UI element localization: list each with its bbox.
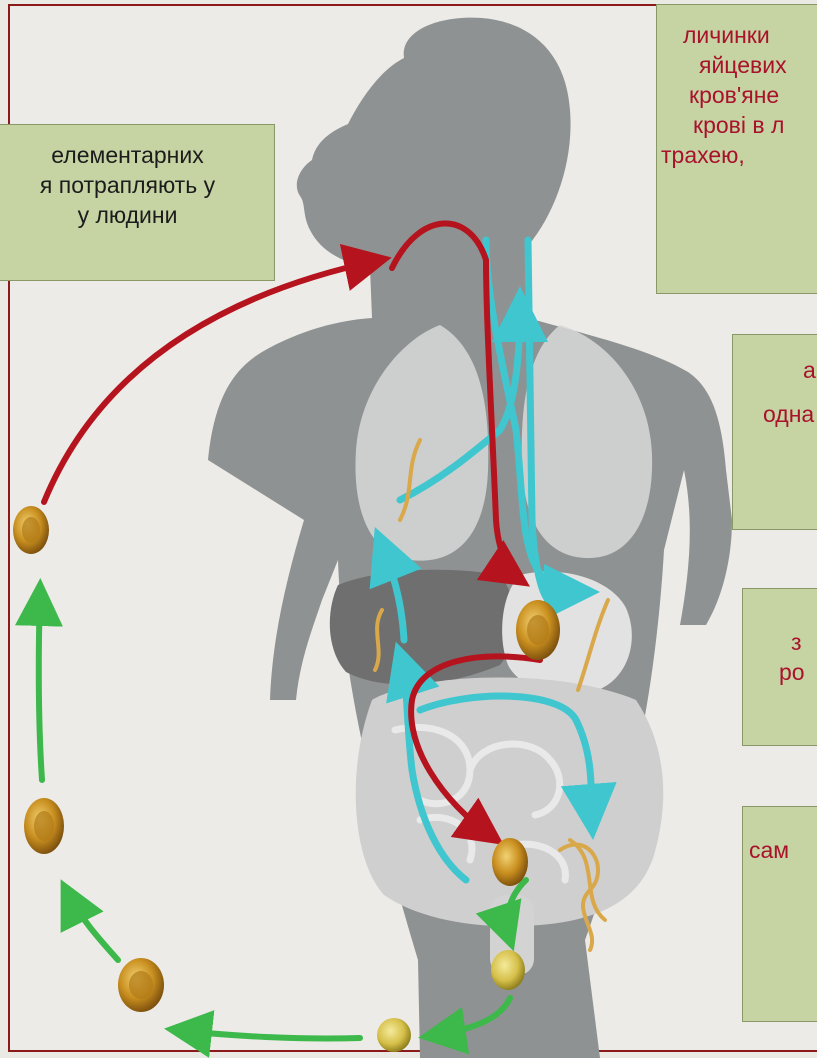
stage-z-line-2: з: [743, 609, 817, 657]
stage-a-line-3: одна: [733, 385, 817, 429]
stage-sam-box: сам: [742, 806, 817, 1022]
ingestion-line-1: елементарних: [0, 140, 274, 170]
stage-a-box: а одна: [732, 334, 817, 530]
migration-line-4: крові в л: [657, 110, 817, 140]
liver: [330, 570, 515, 685]
stage-z-line-3: ро: [743, 657, 817, 687]
egg-intestine: [492, 838, 528, 886]
ingestion-label-box: елементарних я потрапляють у у людини: [0, 124, 275, 281]
migration-label-box: личинки яйцевих кров'яне крові в л трахе…: [656, 4, 817, 294]
ingestion-line-3: у людини: [0, 200, 274, 230]
stage-a-line-1: а: [733, 355, 817, 385]
migration-line-2: яйцевих: [657, 50, 817, 80]
migration-line-1: личинки: [657, 20, 817, 50]
migration-line-5: трахею,: [657, 140, 817, 170]
stage-sam-line-1: сам: [743, 835, 817, 865]
egg-4: [377, 1018, 411, 1052]
egg-5: [491, 950, 525, 990]
stage-z-box: з ро: [742, 588, 817, 746]
migration-line-3: кров'яне: [657, 80, 817, 110]
ingestion-line-2: я потрапляють у: [0, 170, 274, 200]
